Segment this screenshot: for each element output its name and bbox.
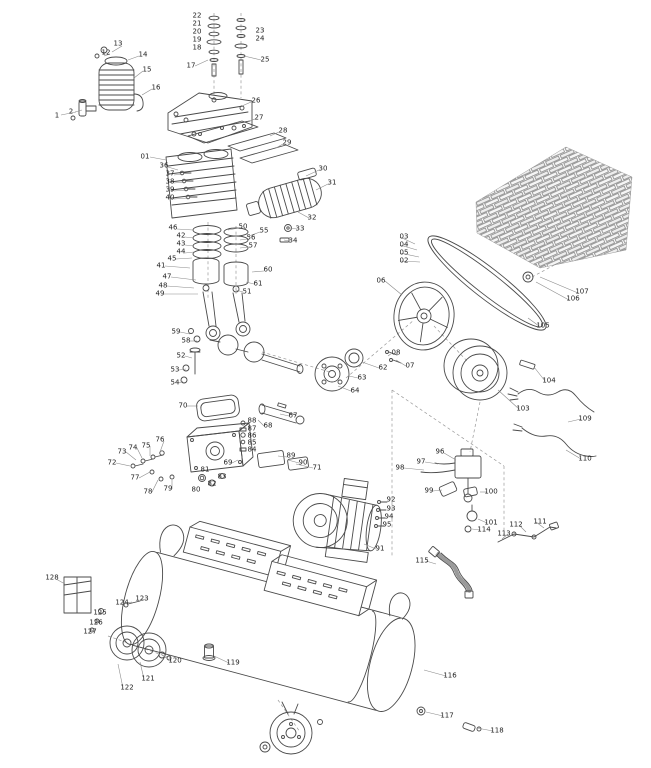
wheel-pair-left	[109, 625, 172, 668]
filter-fasteners	[279, 224, 292, 243]
head-bolts	[179, 170, 198, 200]
leader-lines	[55, 45, 582, 732]
cylinder-block	[165, 148, 238, 219]
carton-box	[63, 576, 92, 614]
power-cables	[507, 387, 597, 457]
v-belt	[427, 235, 547, 331]
crankshaft	[209, 334, 304, 374]
motor-bolts	[374, 500, 388, 528]
flywheel	[393, 281, 455, 351]
crank-stub	[258, 402, 305, 425]
flange-bearing	[314, 348, 402, 392]
electric-motor	[292, 478, 382, 563]
pistons	[192, 257, 249, 293]
valve-plate	[187, 120, 259, 144]
crankcase-bolts	[130, 450, 175, 482]
platform-plate-2	[263, 554, 378, 617]
piston-rings	[192, 225, 249, 259]
head-gaskets	[227, 132, 299, 164]
cylinder-head	[167, 92, 253, 144]
intake-filter	[94, 46, 144, 112]
axle-hardware	[89, 600, 141, 633]
receiver-tank	[120, 520, 416, 712]
pulley-key	[519, 359, 536, 370]
brick-wall	[475, 146, 633, 269]
crankcase	[186, 422, 254, 473]
reed-valve	[297, 167, 317, 181]
pressure-switch	[420, 448, 482, 503]
handle-left	[159, 524, 185, 557]
platform-plate-1	[182, 520, 292, 577]
inlet-fitting	[70, 99, 97, 121]
crankcase-gasket	[196, 394, 240, 422]
check-valve	[438, 481, 478, 533]
idler-roller	[522, 271, 534, 283]
oil-dipstick-and-plugs	[180, 328, 201, 384]
cover-plates	[256, 450, 309, 471]
tank-valve	[202, 643, 216, 661]
discharge-hose	[428, 546, 474, 599]
drive-pulley	[443, 338, 536, 401]
sight-glass-parts	[198, 473, 225, 487]
side-air-filter	[246, 177, 322, 219]
small-parts-column	[239, 420, 247, 452]
connecting-rods	[202, 291, 251, 341]
wheel-right	[259, 701, 323, 755]
outlet-fitting	[462, 722, 482, 732]
outlet-pipe	[497, 521, 559, 543]
drain-valve	[416, 706, 426, 716]
handle-right	[388, 592, 411, 620]
